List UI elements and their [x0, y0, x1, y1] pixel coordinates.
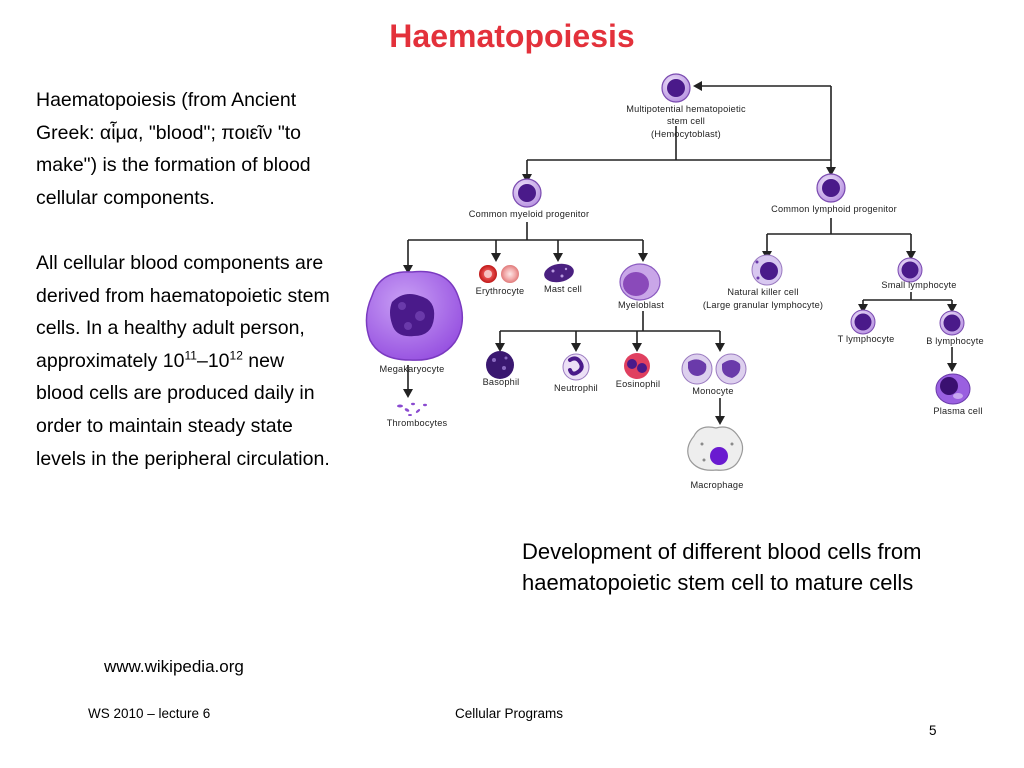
natural-killer-cell-label-2: (Large granular lymphocyte)	[703, 300, 823, 310]
plasma-cell-label: Plasma cell	[933, 406, 982, 416]
small-lymphocyte-label: Small lymphocyte	[881, 280, 956, 290]
basophil-label: Basophil	[483, 377, 520, 387]
stem-cell-label-2: stem cell	[667, 116, 705, 126]
footer-course: Cellular Programs	[455, 706, 564, 721]
production-paragraph: All cellular blood components are derive…	[36, 251, 330, 470]
macrophage-icon	[687, 426, 744, 471]
mast-cell-label: Mast cell	[544, 284, 582, 294]
arrowheads	[403, 81, 957, 425]
t-lymphocyte-icon	[850, 309, 876, 335]
myeloblast-icon	[619, 263, 661, 301]
neutrophil-icon	[562, 353, 590, 381]
intro-text: Haematopoiesis (from Ancient Greek: αἷμα…	[36, 84, 336, 475]
page-number: 5	[929, 723, 937, 738]
mast-cell-icon	[544, 263, 574, 283]
natural-killer-cell-label: Natural killer cell	[727, 287, 798, 297]
thrombocytes-icon	[397, 402, 427, 416]
lymphoid-progenitor-label: Common lymphoid progenitor	[771, 204, 897, 214]
slide-title: Haematopoiesis	[389, 18, 635, 54]
basophil-icon	[486, 351, 514, 379]
erythrocyte-icon	[479, 265, 519, 283]
diagram-caption: Development of different blood cells fro…	[522, 539, 922, 595]
monocyte-label: Monocyte	[692, 386, 733, 396]
eosinophil-icon	[624, 353, 650, 379]
myeloid-progenitor-icon	[512, 178, 542, 208]
neutrophil-label: Neutrophil	[554, 383, 598, 393]
source-link[interactable]: www.wikipedia.org	[104, 657, 244, 676]
plasma-cell-icon	[935, 373, 971, 405]
natural-killer-cell-icon	[751, 254, 783, 286]
thrombocytes-label: Thrombocytes	[387, 418, 448, 428]
megakaryocyte-icon	[365, 270, 464, 361]
macrophage-label: Macrophage	[690, 480, 743, 490]
footer-lecture: WS 2010 – lecture 6	[88, 706, 211, 721]
myeloblast-label: Myeloblast	[618, 300, 664, 310]
t-lymphocyte-label: T lymphocyte	[838, 334, 895, 344]
b-lymphocyte-label: B lymphocyte	[926, 336, 984, 346]
stem-cell-icon	[661, 73, 691, 103]
eosinophil-label: Eosinophil	[616, 379, 660, 389]
stem-cell-label-3: (Hemocytoblast)	[651, 129, 721, 139]
b-lymphocyte-icon	[939, 310, 965, 336]
megakaryocyte-label: Megakaryocyte	[380, 364, 445, 374]
monocyte-icon	[681, 353, 747, 385]
myeloid-progenitor-label: Common myeloid progenitor	[469, 209, 589, 219]
lymphoid-progenitor-icon	[816, 173, 846, 203]
definition-paragraph: Haematopoiesis (from Ancient Greek: αἷμα…	[36, 89, 311, 209]
erythrocyte-label: Erythrocyte	[476, 286, 525, 296]
small-lymphocyte-icon	[897, 257, 923, 283]
stem-cell-label: Multipotential hematopoietic	[626, 104, 746, 114]
